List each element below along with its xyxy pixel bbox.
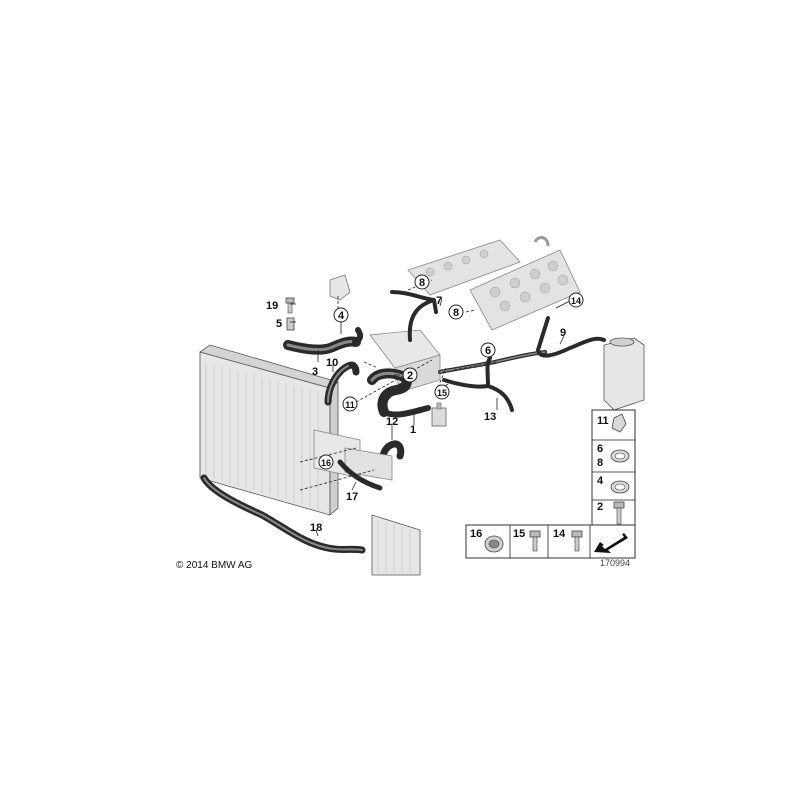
clip-5 — [286, 317, 295, 331]
legend-item-11: 11 — [597, 413, 627, 433]
svg-text:15: 15 — [513, 528, 525, 540]
pipe-9 — [536, 316, 606, 358]
callout-8a: 8 — [414, 274, 430, 290]
part-1 — [431, 402, 447, 427]
svg-text:4: 4 — [597, 475, 604, 487]
radiator — [199, 344, 339, 516]
svg-text:14: 14 — [571, 296, 581, 306]
label-10: 10 — [326, 357, 338, 369]
svg-text:16: 16 — [321, 458, 331, 468]
legend-item-14: 14 — [553, 528, 583, 552]
legend-row: 16 15 14 — [465, 524, 636, 559]
part-labels: 19 5 3 10 12 1 17 18 7 9 13 — [266, 295, 566, 534]
copyright-text: © 2014 BMW AG — [176, 560, 253, 571]
svg-text:15: 15 — [437, 388, 447, 398]
svg-text:6: 6 — [597, 443, 603, 455]
svg-text:8: 8 — [453, 307, 459, 319]
housing-4 — [329, 274, 351, 301]
label-7: 7 — [436, 295, 442, 307]
hose-10 — [324, 361, 360, 406]
label-1: 1 — [410, 424, 416, 436]
hose-3 — [283, 327, 364, 355]
svg-text:6: 6 — [485, 345, 491, 357]
callout-6: 6 — [480, 342, 496, 358]
svg-text:2: 2 — [597, 501, 603, 513]
legend-item-2: 2 — [597, 501, 625, 525]
svg-text:14: 14 — [553, 528, 566, 540]
auxiliary-radiator — [371, 514, 421, 576]
label-5: 5 — [276, 318, 282, 330]
legend-item-16: 16 — [470, 528, 504, 553]
legend-column: 11 6 8 4 2 — [591, 409, 636, 541]
label-3: 3 — [312, 366, 318, 378]
engine-cylinder-heads — [407, 236, 581, 331]
svg-text:2: 2 — [407, 370, 413, 382]
callout-14: 14 — [568, 292, 584, 308]
hose-18 — [200, 474, 366, 554]
svg-text:8: 8 — [419, 277, 425, 289]
coolant-flow-arrow-icon — [594, 533, 628, 553]
label-17: 17 — [346, 491, 358, 503]
svg-text:4: 4 — [338, 310, 345, 322]
label-13: 13 — [484, 411, 496, 423]
svg-text:16: 16 — [470, 528, 482, 540]
pipe-17 — [337, 459, 383, 491]
callout-11: 11 — [342, 396, 358, 412]
label-12: 12 — [386, 416, 398, 428]
label-19: 19 — [266, 300, 278, 312]
legend-item-15: 15 — [513, 528, 541, 552]
callout-2: 2 — [402, 367, 418, 383]
illustration-number: 170994 — [600, 558, 630, 568]
svg-text:8: 8 — [597, 457, 603, 469]
expansion-tank — [603, 337, 645, 411]
pipe-13 — [442, 356, 514, 412]
label-18: 18 — [310, 522, 322, 534]
legend-item-4: 4 — [597, 475, 630, 494]
legend-item-6-8: 6 8 — [597, 443, 630, 469]
circled-labels: 4 11 2 16 8 8 6 15 14 — [318, 274, 584, 470]
pipe-7 — [390, 290, 438, 342]
callout-4: 4 — [333, 307, 349, 323]
svg-text:11: 11 — [597, 415, 609, 427]
svg-text:11: 11 — [345, 400, 355, 410]
callout-8b: 8 — [448, 304, 464, 320]
callout-15: 15 — [434, 384, 450, 400]
label-9: 9 — [560, 327, 566, 339]
callout-16: 16 — [318, 454, 334, 470]
bolt-19 — [285, 297, 295, 314]
